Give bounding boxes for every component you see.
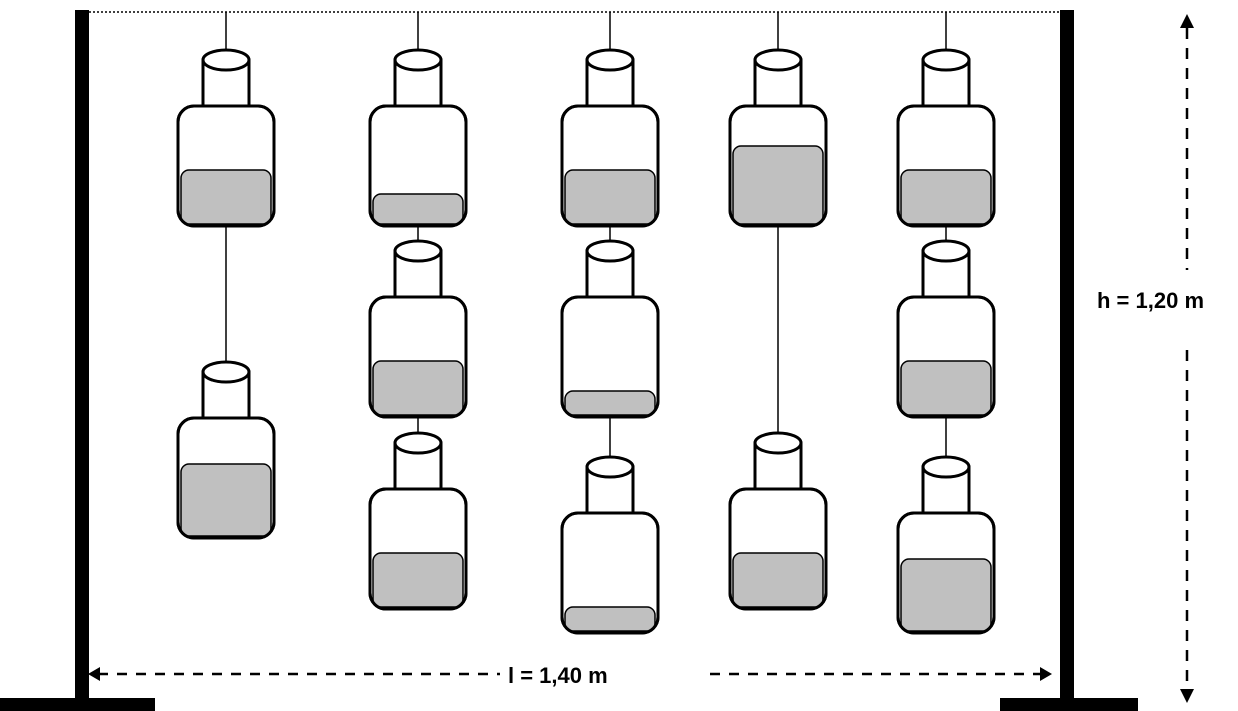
bottle-cap	[201, 48, 251, 72]
bottle	[560, 48, 660, 228]
right-post	[1060, 10, 1074, 700]
column-4	[728, 12, 828, 611]
bottle-outline	[896, 104, 996, 228]
bottle-cap	[585, 455, 635, 479]
bottle-liquid	[732, 145, 824, 225]
left-foot	[0, 698, 155, 711]
bottle-cap	[585, 239, 635, 263]
width-dimension: l = 1,40 m	[88, 663, 1052, 688]
bottle-cap	[753, 48, 803, 72]
bottle-outline	[176, 416, 276, 540]
bottle-outline	[896, 511, 996, 635]
bottle-liquid	[180, 169, 272, 225]
column-5	[896, 12, 996, 635]
bottle-cap	[921, 48, 971, 72]
height-arrowhead-bottom-icon	[1180, 689, 1194, 703]
bottle-cap	[585, 48, 635, 72]
bottle	[896, 239, 996, 419]
height-label: h = 1,20 m	[1097, 288, 1204, 313]
bottle	[368, 48, 468, 228]
bottle	[368, 431, 468, 611]
bottle-outline	[368, 104, 468, 228]
bottle	[728, 431, 828, 611]
bottle-outline	[560, 511, 660, 635]
bottle-liquid	[732, 552, 824, 608]
bottle	[728, 48, 828, 228]
bottle-outline	[368, 295, 468, 419]
bottle-liquid	[900, 360, 992, 416]
height-dimension: h = 1,20 m	[1097, 14, 1204, 703]
bottle-liquid	[564, 606, 656, 632]
bottle-liquid	[900, 169, 992, 225]
bottle-liquid	[180, 463, 272, 537]
bottle-cap	[393, 431, 443, 455]
width-arrowhead-right-icon	[1040, 667, 1052, 681]
bottle	[176, 360, 276, 540]
bottle-liquid	[564, 390, 656, 416]
rack-frame	[0, 10, 1138, 711]
bottle-cap	[393, 48, 443, 72]
bottle-outline	[728, 487, 828, 611]
bottle-cap	[393, 239, 443, 263]
bottle-cap	[921, 455, 971, 479]
bottle	[176, 48, 276, 228]
bottle-liquid	[372, 193, 464, 225]
bottle-outline	[560, 104, 660, 228]
bottle-cap	[201, 360, 251, 384]
bottle-cap	[753, 431, 803, 455]
bottle-outline	[368, 487, 468, 611]
width-label: l = 1,40 m	[508, 663, 608, 688]
bottle-liquid	[564, 169, 656, 225]
column-3	[560, 12, 660, 635]
bottle-liquid	[372, 360, 464, 416]
left-post	[75, 10, 89, 700]
right-foot	[1000, 698, 1138, 711]
width-arrowhead-left-icon	[88, 667, 100, 681]
bottle-outline	[560, 295, 660, 419]
bottle	[560, 239, 660, 419]
bottle-outline	[896, 295, 996, 419]
height-arrowhead-top-icon	[1180, 14, 1194, 28]
bottle-outline	[728, 104, 828, 228]
column-2	[368, 12, 468, 611]
bottle-outline	[176, 104, 276, 228]
bottle-liquid	[372, 552, 464, 608]
column-1	[176, 12, 276, 540]
bottle-cap	[921, 239, 971, 263]
bottle	[368, 239, 468, 419]
bottle	[896, 455, 996, 635]
bottle	[896, 48, 996, 228]
bottle	[560, 455, 660, 635]
bottles-group	[176, 12, 996, 635]
bottle-liquid	[900, 558, 992, 632]
